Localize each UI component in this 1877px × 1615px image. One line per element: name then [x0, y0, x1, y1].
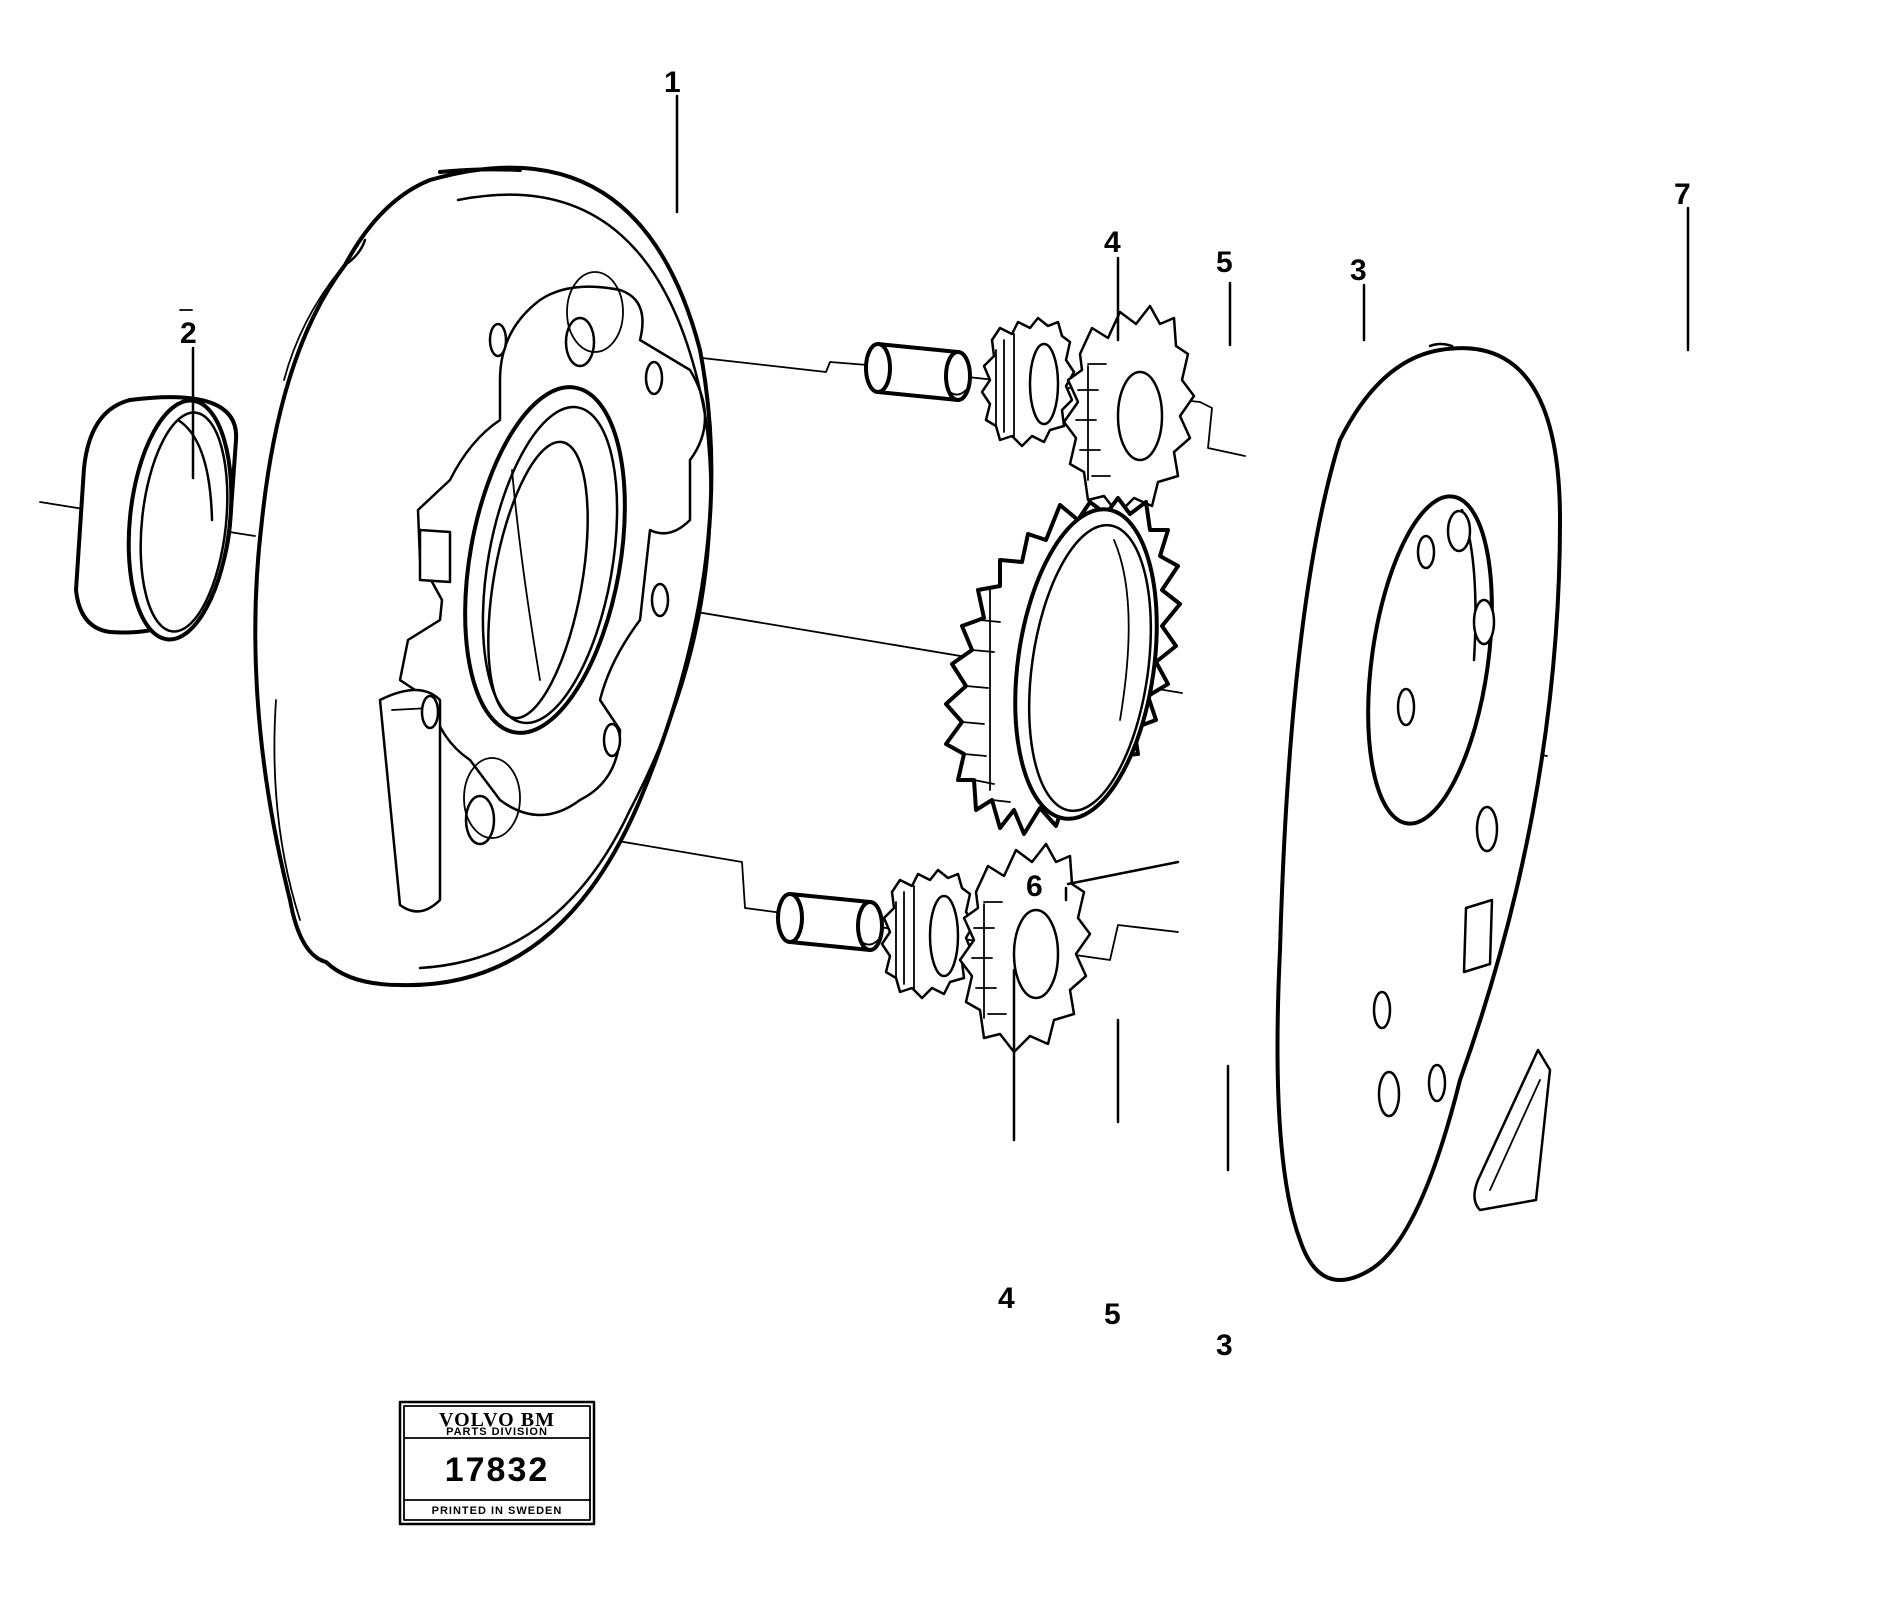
stamp-division: PARTS DIVISION [446, 1426, 548, 1438]
gear-upper [1062, 304, 1196, 516]
parts-stamp: VOLVO BM PARTS DIVISION 17832 PRINTED IN… [398, 1400, 596, 1526]
ring-gear-part [944, 496, 1182, 836]
label-part-5-lower: 5 [1104, 1298, 1121, 1331]
pinion-lower [880, 868, 976, 1000]
leader-lines [191, 94, 1690, 1172]
plate-part [1275, 342, 1562, 1282]
label-part-2: 2 [180, 317, 197, 350]
ring-part [74, 309, 239, 642]
housing-part [253, 165, 714, 988]
stamp-number: 17832 [445, 1451, 550, 1489]
label-part-4-upper: 4 [1104, 226, 1121, 259]
bushing-upper [864, 342, 972, 402]
label-part-7: 7 [1674, 178, 1691, 211]
stamp-brand: VOLVO BM [439, 1409, 555, 1431]
pinion-upper [980, 316, 1076, 448]
label-part-1: 1 [664, 66, 681, 99]
label-part-6: 6 [1026, 870, 1043, 903]
gear-lower [958, 842, 1092, 1054]
label-part-3-upper: 3 [1350, 254, 1367, 287]
label-part-5-upper: 5 [1216, 246, 1233, 279]
label-part-4-lower: 4 [998, 1282, 1015, 1315]
label-part-3-lower: 3 [1216, 1329, 1233, 1362]
stamp-footer: PRINTED IN SWEDEN [432, 1505, 563, 1517]
part-labels: 1 2 3 3 4 4 5 5 6 7 [180, 66, 1691, 1362]
bushing-lower [776, 892, 884, 952]
